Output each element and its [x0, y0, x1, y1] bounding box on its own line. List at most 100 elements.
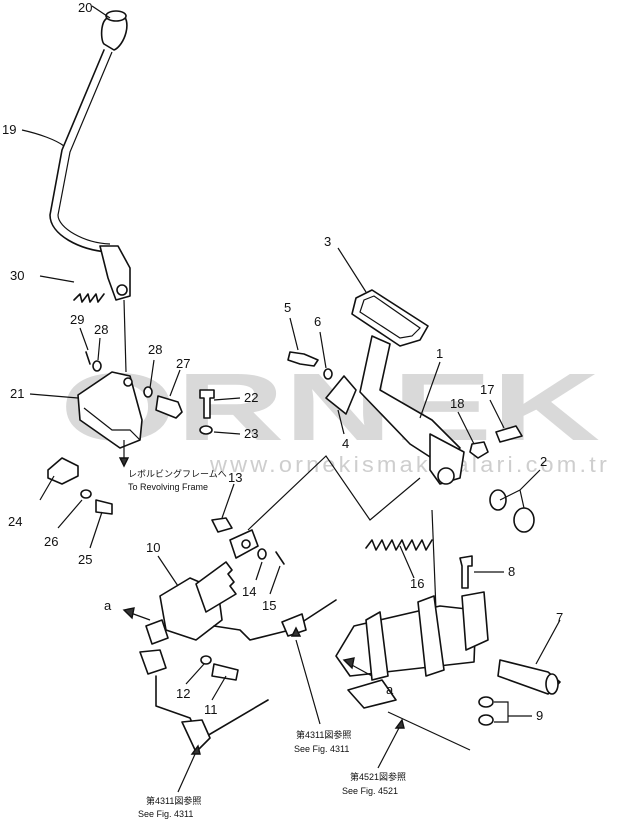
washer-6 — [323, 368, 333, 380]
callout-15: 15 — [262, 598, 276, 613]
ref-a-left-arrow-head — [122, 607, 135, 620]
leader-21 — [29, 393, 79, 399]
leader-6 — [319, 331, 327, 369]
bracket-post-left — [365, 611, 389, 681]
note-fig4311-jp-b: 第4311図参照 — [146, 795, 201, 806]
note-revolving-frame-jp: レボルビングフレームへ — [128, 468, 227, 479]
callout-8: 8 — [508, 564, 515, 579]
callout-20: 20 — [78, 0, 92, 15]
leader-19 — [21, 129, 65, 147]
nut-9-lower — [478, 714, 494, 726]
callout-22: 22 — [244, 390, 258, 405]
pedal-base-frame — [335, 605, 477, 677]
callout-29: 29 — [70, 312, 84, 327]
callout-28-left: 28 — [94, 322, 108, 337]
bolt-8 — [459, 555, 473, 589]
note-fig4521-en: See Fig. 4521 — [342, 786, 398, 796]
callout-3: 3 — [324, 234, 331, 249]
callout-12: 12 — [176, 686, 190, 701]
nut-9-upper — [478, 696, 494, 708]
leader-5 — [289, 317, 299, 351]
lever-knob — [100, 11, 128, 51]
pin-29 — [85, 351, 91, 365]
callout-9: 9 — [536, 708, 543, 723]
valve-hose-lower — [155, 675, 269, 741]
leader-16 — [399, 545, 415, 579]
ref-a-bottom: a — [386, 682, 394, 697]
ref-fig4521-line — [377, 725, 401, 769]
callout-19: 19 — [2, 122, 16, 137]
pedal-pad-inner — [359, 295, 421, 339]
pedal-bracket — [325, 375, 357, 415]
lever-bracket — [77, 371, 143, 449]
lever-spring — [73, 293, 105, 303]
leader-28-right — [149, 359, 155, 389]
callout-27: 27 — [176, 356, 190, 371]
lever-rod — [49, 49, 109, 253]
bolt-11 — [211, 663, 239, 681]
bolt-22 — [199, 389, 215, 419]
lever-bracket-fold — [83, 407, 141, 441]
watermark: ORNEK www.ornekismakinalari.com.tr — [60, 354, 607, 477]
callout-labels: 1 2 3 4 5 6 7 8 9 10 11 12 13 14 15 16 1… — [2, 0, 563, 723]
pedal-support — [461, 591, 489, 651]
valve-elbow — [139, 649, 167, 675]
callout-7: 7 — [556, 610, 563, 625]
callout-13: 13 — [228, 470, 242, 485]
note-fig4311-en-b: See Fig. 4311 — [138, 809, 193, 819]
valve-hose-upper — [213, 599, 337, 641]
bracket-hole — [123, 377, 133, 387]
washer-28-left — [92, 360, 102, 372]
leader-2 — [499, 469, 541, 509]
leader-18 — [457, 411, 475, 445]
leader-30 — [39, 275, 75, 283]
valve-rod-hole — [241, 539, 251, 549]
callout-6: 6 — [314, 314, 321, 329]
leader-29 — [79, 327, 89, 351]
ref-fig4521-head — [394, 718, 405, 729]
valve-port-left — [145, 619, 169, 645]
hose-fitting-lower — [181, 719, 211, 753]
spring-rod — [431, 509, 437, 611]
callout-1: 1 — [436, 346, 443, 361]
ref-a-bottom-arrow-head — [342, 657, 355, 670]
lever-knob-top — [105, 10, 127, 22]
lever-rod-inner — [57, 51, 113, 245]
lever-hub-hole — [116, 284, 128, 296]
note-fig4521-jp: 第4521図参照 — [350, 771, 406, 782]
callout-18: 18 — [450, 396, 464, 411]
clevis-pin — [155, 395, 183, 419]
ref-fig4311-a-head — [290, 626, 302, 637]
valve-link — [247, 455, 421, 531]
leader-27 — [169, 369, 181, 397]
leader-24 — [39, 475, 55, 501]
ref-a-bottom-arrow — [349, 663, 373, 677]
callout-25: 25 — [78, 552, 92, 567]
washer-14 — [257, 548, 267, 560]
pedal-pad — [351, 289, 429, 347]
callout-21: 21 — [10, 386, 24, 401]
lever-link — [123, 299, 127, 373]
washer-28-right — [143, 386, 153, 398]
callout-5: 5 — [284, 300, 291, 315]
leader-23 — [213, 431, 241, 435]
note-fig4311-jp-a: 第4311図参照 — [296, 729, 351, 740]
ref-a-left: a — [104, 598, 112, 613]
brake-valve-assembly — [139, 455, 421, 753]
bushing-upper — [489, 489, 507, 511]
callout-2: 2 — [540, 454, 547, 469]
pivot-pin-end — [545, 673, 559, 695]
leader-9 — [494, 701, 532, 723]
callout-11: 11 — [204, 702, 218, 717]
leader-22 — [213, 397, 241, 401]
control-lever-assembly — [47, 10, 215, 515]
leader-17 — [489, 399, 505, 429]
bolt-17 — [495, 425, 523, 443]
note-revolving-frame-en: To Revolving Frame — [128, 482, 208, 492]
callout-17: 17 — [480, 382, 494, 397]
stopper-plate — [47, 457, 79, 485]
hose-fitting-upper — [281, 613, 307, 637]
callout-leaders — [21, 5, 561, 793]
leader-25 — [89, 511, 103, 549]
